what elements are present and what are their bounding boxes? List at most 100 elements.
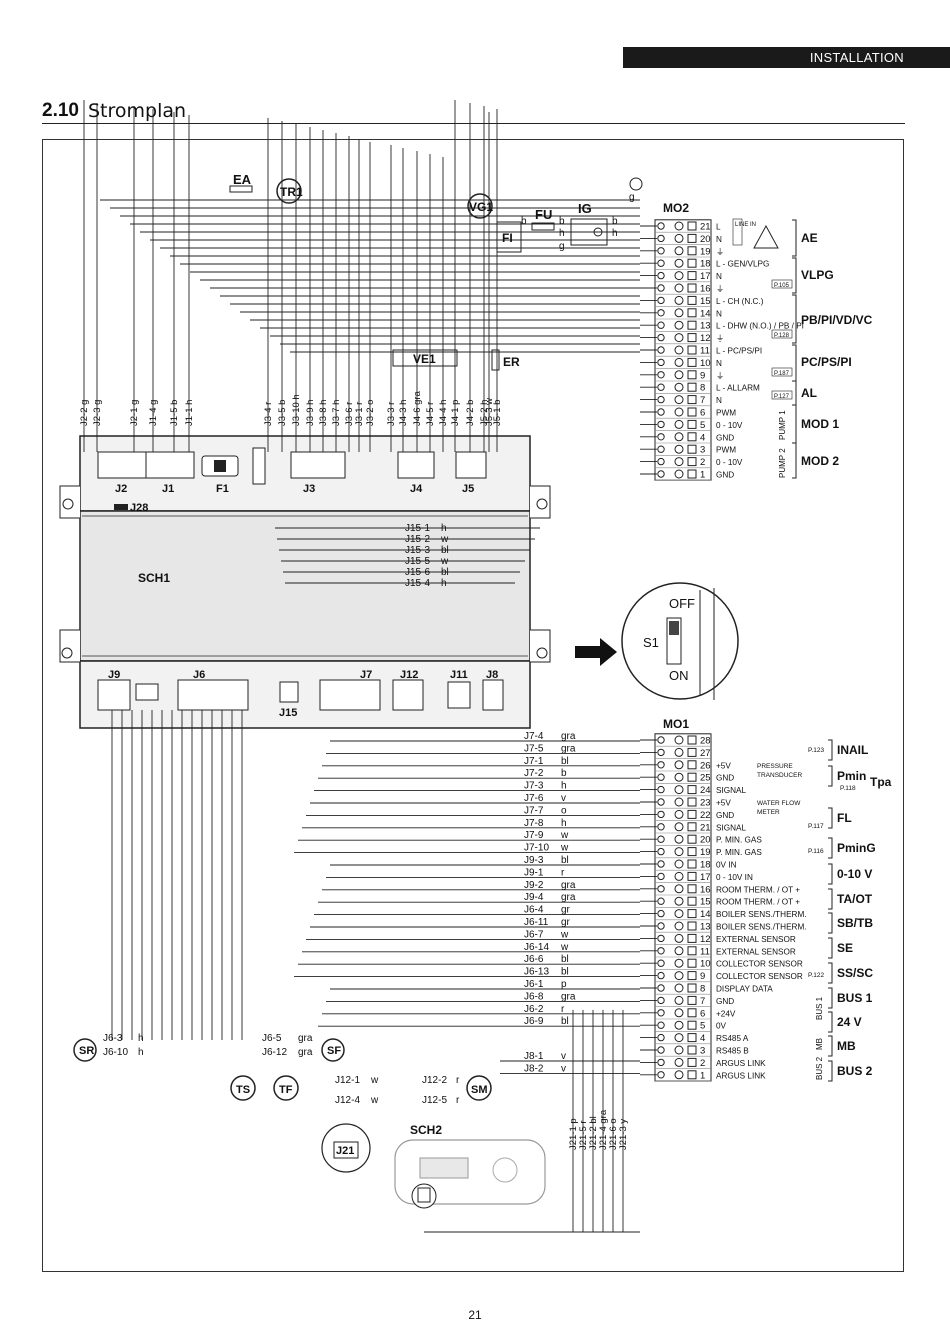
terminal-number: 6 [700, 408, 705, 419]
ve1-symbol [392, 349, 458, 367]
screw-icon [674, 246, 684, 256]
screw-icon [657, 860, 665, 868]
top-wire-label: J4-3 h [398, 400, 409, 426]
top-wire-label: J3-4 r [263, 402, 274, 426]
screw-icon [674, 221, 684, 231]
terminal-label: ROOM THERM. / OT + [716, 885, 800, 894]
terminal-label: N [716, 272, 722, 281]
terminal-number: 5 [700, 420, 705, 431]
group-bracket [792, 380, 797, 406]
screw-icon [674, 785, 684, 795]
screw-icon [674, 847, 684, 857]
terminal-label: 0 - 10V [716, 458, 743, 467]
screw-icon [674, 432, 684, 442]
j15-wire-name: J15-2 [405, 534, 430, 545]
terminal-number: 18 [700, 259, 711, 270]
terminal-slot [687, 834, 697, 844]
top-wire-label: J3-10 h [291, 394, 302, 426]
screw-icon [674, 946, 684, 956]
mo1-tag: WATER FLOW [757, 800, 801, 807]
terminal-number: 9 [700, 971, 705, 982]
terminal-number: 21 [700, 222, 711, 233]
mo1-wire-color: r [561, 1004, 565, 1015]
terminal-label: ⏚ [716, 334, 724, 343]
mo1-wire-color: w [560, 830, 569, 841]
terminal-number: 13 [700, 922, 711, 933]
sr-color1: h [138, 1033, 144, 1044]
group-bracket [828, 807, 833, 829]
connector-label: J4 [410, 483, 423, 495]
screw-icon [657, 234, 665, 243]
top-wire-label: J4-5 r [425, 402, 436, 426]
tf-label: TF [279, 1084, 293, 1096]
screw-icon [674, 834, 684, 844]
terminal-slot [687, 246, 697, 256]
mo1-group-label: SE [837, 941, 853, 955]
terminal-slot [687, 457, 697, 467]
terminal-number: 1 [700, 1070, 705, 1081]
screw-icon [657, 736, 665, 744]
j15-wire-name: J15-6 [405, 567, 430, 578]
terminal-slot [687, 958, 697, 968]
terminal-label: ⏚ [716, 285, 724, 294]
mo1-wire-name: J6-6 [524, 954, 544, 965]
screw-icon [674, 760, 684, 770]
screw-icon [657, 1009, 665, 1017]
screw-icon [674, 283, 684, 293]
screw-icon [657, 358, 665, 367]
sf-wire2: J6-12 [262, 1047, 287, 1058]
mo1-group-label: MB [837, 1039, 856, 1053]
screw-icon [674, 1045, 684, 1055]
j15-label: J15 [279, 707, 297, 719]
screw-icon [674, 407, 684, 417]
screw-icon [657, 333, 665, 342]
terminal-number: 3 [700, 445, 705, 456]
terminal-slot [687, 809, 697, 819]
mb-tag: MB [815, 1038, 824, 1050]
screw-icon [674, 419, 684, 429]
mo1-wire-name: J7-1 [524, 756, 544, 767]
sch2-wire-label: J21-4 gra [598, 1109, 609, 1150]
tf-color2: w [370, 1095, 379, 1106]
screw-icon [674, 1008, 684, 1018]
terminal-number: 14 [700, 308, 711, 319]
terminal-number: 2 [700, 1058, 705, 1069]
top-wire-label: J2-1 g [129, 400, 140, 426]
ig-label: IG [578, 201, 592, 216]
terminal-number: 26 [700, 760, 711, 771]
terminal-slot [687, 884, 697, 894]
page-number: 21 [468, 1308, 482, 1322]
mo1-wire-name: J9-1 [524, 867, 544, 878]
group-bracket [792, 404, 797, 444]
terminal-label: +5V [716, 799, 731, 808]
sm-color2: r [456, 1095, 460, 1106]
sch2-wire-label: J21-5 r [578, 1120, 589, 1150]
top-wire-label: J4-6 gra [412, 390, 423, 426]
terminal-slot [687, 271, 697, 281]
mo2-label: MO2 [663, 201, 689, 215]
screw-icon [657, 247, 665, 255]
screw-icon [657, 909, 665, 918]
screw-icon [674, 320, 684, 330]
connector-label: J2 [115, 483, 127, 495]
ea-symbol [229, 185, 253, 193]
top-wire-label: J4-2 b [465, 400, 476, 426]
terminal-label: L - ALLARM [716, 384, 760, 393]
j15-wire-name: J15-5 [405, 556, 430, 567]
tf-wire2: J12-4 [335, 1095, 360, 1106]
terminal-slot [687, 735, 697, 745]
j15-wire-name: J15-4 [405, 578, 430, 589]
top-wire-label: J5-3 w [484, 398, 495, 426]
group-bracket [828, 962, 833, 984]
sr-color2: h [138, 1047, 144, 1058]
mo1-label: MO1 [663, 717, 689, 731]
terminal-number: 21 [700, 822, 711, 833]
terminal-number: 14 [700, 909, 711, 920]
sf-color1: gra [298, 1033, 313, 1044]
terminal-number: 7 [700, 395, 705, 406]
mo1-wire-name: J6-7 [524, 929, 544, 940]
sch1-board [59, 435, 551, 729]
sch2-wire-label: J21-3 y [618, 1119, 629, 1150]
j15-wire-name: J15-3 [405, 545, 430, 556]
tag-box [771, 329, 793, 339]
